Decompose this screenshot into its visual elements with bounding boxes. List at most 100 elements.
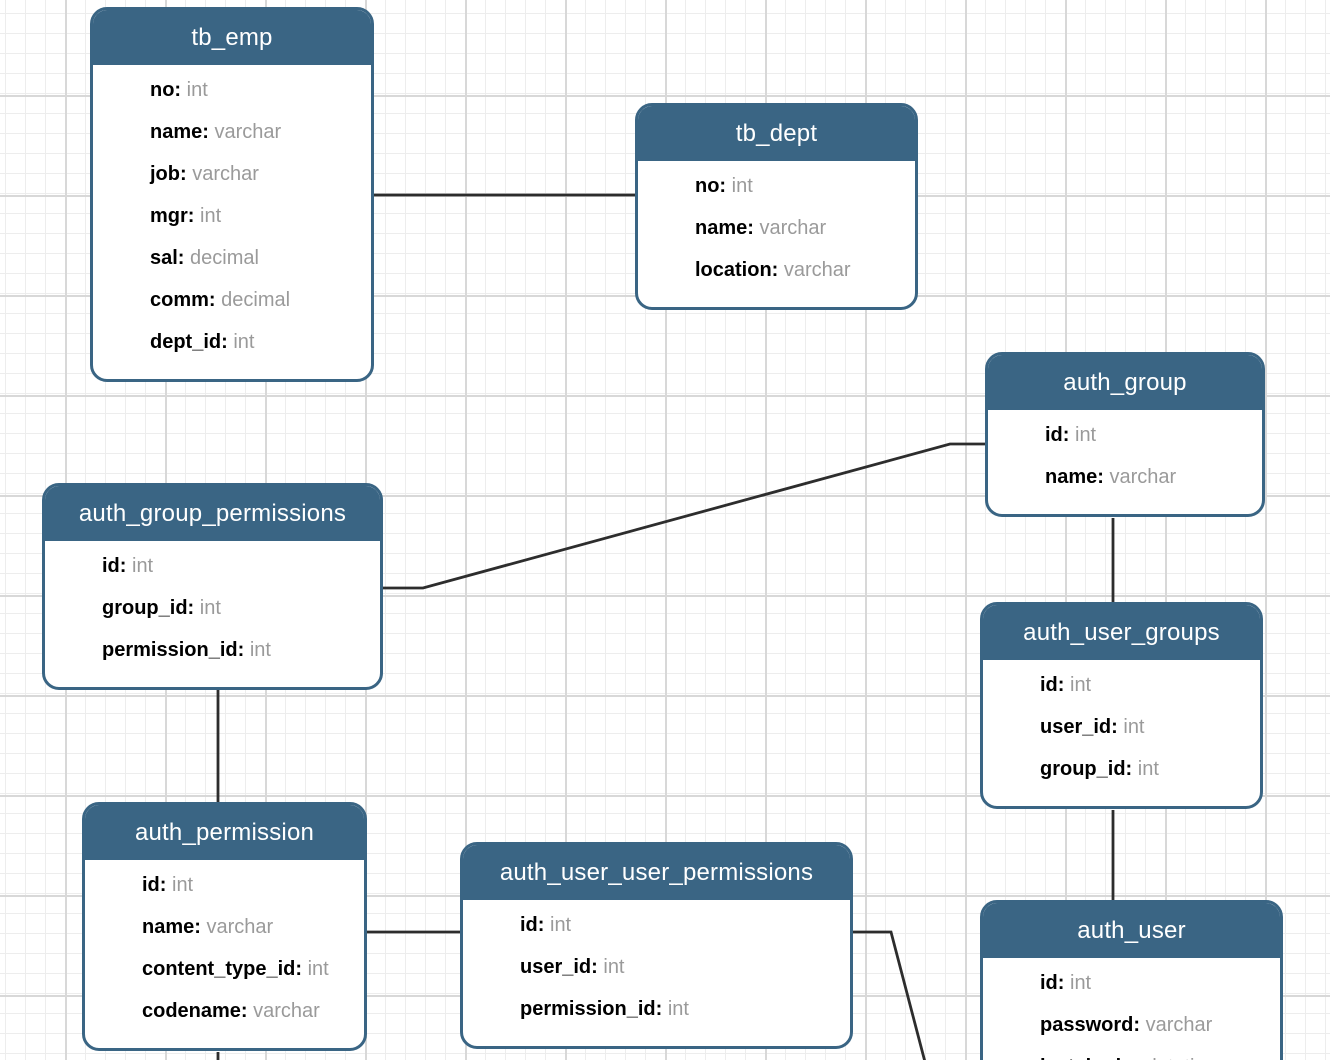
table-header[interactable]: auth_user <box>983 903 1280 958</box>
field-type: int <box>1132 757 1159 780</box>
field-name: sal: <box>150 246 185 269</box>
field-name: id: <box>1045 423 1070 446</box>
field-name: id: <box>142 873 167 896</box>
field-type: varchar <box>1103 465 1177 488</box>
field-row: group_id: int <box>1040 748 1260 790</box>
field-name: permission_id: <box>520 997 663 1020</box>
table-title: auth_user <box>1077 916 1186 944</box>
field-name: user_id: <box>520 955 598 978</box>
field-row: group_id: int <box>102 587 380 629</box>
field-type: int <box>1069 423 1097 446</box>
field-type: varchar <box>753 216 827 239</box>
field-type: int <box>166 873 194 896</box>
field-row: id: int <box>102 545 380 587</box>
table-title: tb_dept <box>735 119 818 147</box>
field-row: no: int <box>150 69 371 111</box>
field-row: id: int <box>1045 414 1262 456</box>
field-name: no: <box>150 78 182 101</box>
field-name: last_login: <box>1040 1056 1140 1060</box>
field-type: int <box>544 913 572 936</box>
field-type: int <box>1064 971 1092 994</box>
field-name: id: <box>1040 971 1065 994</box>
field-row: mgr: int <box>150 195 371 237</box>
field-row: user_id: int <box>1040 706 1260 748</box>
field-row: dept_id: int <box>150 321 371 363</box>
field-type: int <box>181 78 208 101</box>
field-type: int <box>597 955 625 978</box>
field-row: no: int <box>695 165 915 207</box>
table-title: auth_user_groups <box>1023 618 1220 646</box>
table-header[interactable]: auth_group <box>988 355 1262 410</box>
field-type: int <box>1064 673 1092 696</box>
field-name: location: <box>695 258 779 281</box>
field-name: permission_id: <box>102 638 245 661</box>
field-name: id: <box>102 554 127 577</box>
field-type: int <box>194 204 222 227</box>
field-type: int <box>126 554 154 577</box>
field-name: codename: <box>142 999 248 1022</box>
table-title: auth_group_permissions <box>78 499 347 527</box>
field-type: int <box>1117 715 1145 738</box>
table-auth_user_user_permissions[interactable]: auth_user_user_permissions id: int user_i… <box>460 842 853 1049</box>
table-header[interactable]: auth_group_permissions <box>45 486 380 541</box>
field-name: no: <box>695 174 727 197</box>
field-row: content_type_id: int <box>142 948 364 990</box>
table-auth_group[interactable]: auth_group id: int name: varchar <box>985 352 1265 517</box>
field-type: varchar <box>1140 1013 1213 1036</box>
field-type: int <box>244 638 271 661</box>
table-header[interactable]: auth_user_groups <box>983 605 1260 660</box>
field-type: varchar <box>778 258 851 281</box>
table-fields: id: int name: varchar <box>988 410 1262 514</box>
field-type: varchar <box>247 999 320 1022</box>
field-row: codename: varchar <box>142 990 364 1032</box>
field-type: decimal <box>215 288 291 311</box>
relation-auth_group_permissions-auth_group[interactable] <box>383 442 985 590</box>
table-header[interactable]: auth_user_user_permissions <box>463 845 850 900</box>
field-row: name: varchar <box>142 906 364 948</box>
field-name: job: <box>150 162 187 185</box>
field-row: name: varchar <box>695 207 915 249</box>
field-name: group_id: <box>102 596 195 619</box>
field-row: name: varchar <box>150 111 371 153</box>
table-header[interactable]: auth_permission <box>85 805 364 860</box>
field-type: int <box>302 957 329 980</box>
field-row: id: int <box>1040 962 1280 1004</box>
relation-auth_user_user_permissions-offscreen[interactable] <box>853 930 926 1060</box>
field-row: id: int <box>142 864 364 906</box>
table-header[interactable]: tb_emp <box>93 10 371 65</box>
field-row: job: varchar <box>150 153 371 195</box>
field-type: varchar <box>186 162 259 185</box>
field-name: user_id: <box>1040 715 1118 738</box>
table-title: tb_emp <box>191 23 273 51</box>
field-type: int <box>227 330 255 353</box>
field-name: group_id: <box>1040 757 1133 780</box>
field-row: last_login: datetime <box>1040 1046 1280 1060</box>
field-row: password: varchar <box>1040 1004 1280 1046</box>
table-header[interactable]: tb_dept <box>638 106 915 161</box>
field-type: int <box>194 596 221 619</box>
field-type: decimal <box>184 246 259 269</box>
field-name: name: <box>695 216 754 239</box>
field-name: name: <box>1045 465 1104 488</box>
table-title: auth_group <box>1063 368 1187 396</box>
field-name: name: <box>142 915 201 938</box>
table-title: auth_user_user_permissions <box>499 858 814 886</box>
field-row: id: int <box>520 904 850 946</box>
field-row: id: int <box>1040 664 1260 706</box>
field-type: int <box>662 997 689 1020</box>
